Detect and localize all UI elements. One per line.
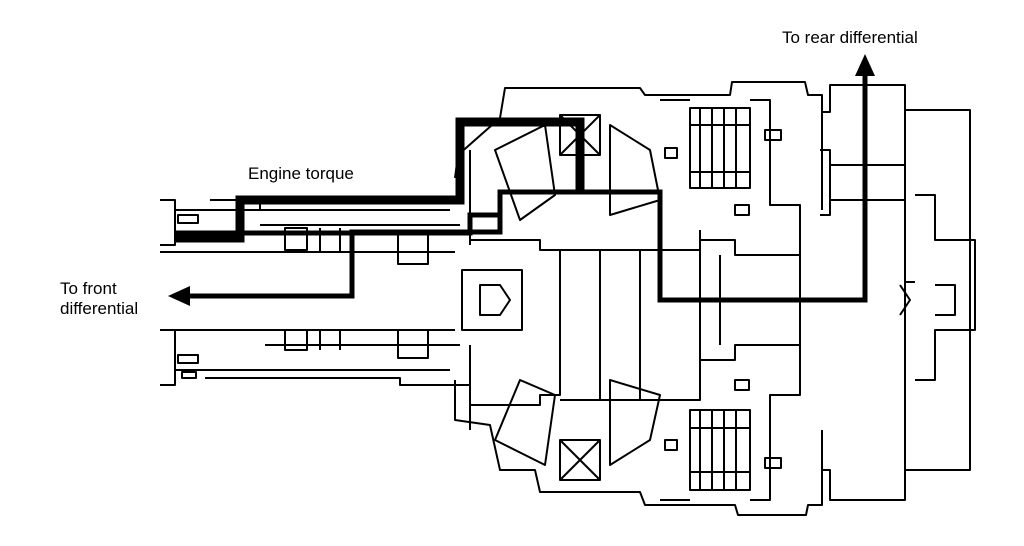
transfer-housing	[454, 81, 976, 516]
engine-torque-label: Engine torque	[248, 164, 354, 183]
front-torque-path	[185, 192, 503, 299]
front-differential-label: To front differential	[60, 279, 138, 319]
rear-arrowhead	[855, 54, 875, 76]
rear-differential-label: To rear differential	[782, 28, 918, 47]
front-label-line1: To front	[60, 279, 117, 298]
front-arrowhead	[168, 286, 190, 306]
viscous-clutch-pack	[660, 99, 801, 501]
front-label-line2: differential	[60, 299, 139, 318]
input-shaft-assembly	[160, 199, 470, 386]
